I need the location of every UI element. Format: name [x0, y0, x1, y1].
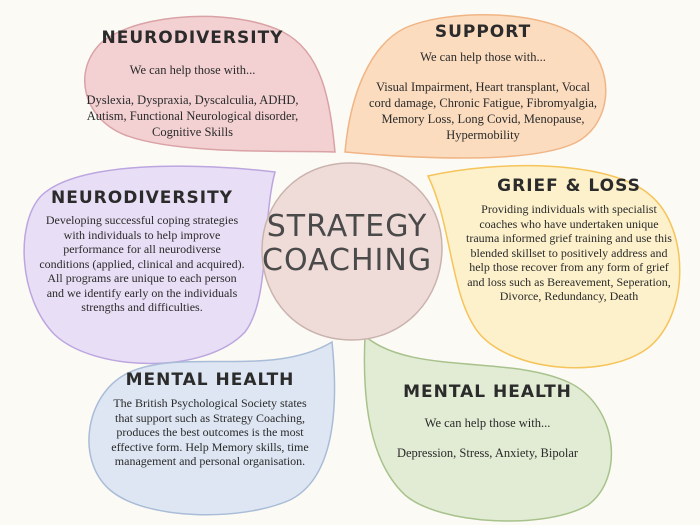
petal-title: GRIEF & LOSS	[497, 176, 641, 196]
petal-text-mental-health-right: MENTAL HEALTH We can help those with... …	[380, 382, 595, 461]
petal-body: Providing individuals with specialist co…	[466, 202, 672, 303]
petal-mental-health-right	[363, 334, 613, 522]
petal-text-support: SUPPORT We can help those with... Visual…	[368, 22, 598, 143]
petal-text-grief-loss: GRIEF & LOSS Providing individuals with …	[462, 176, 676, 304]
petal-text-neurodiversity-left: NEURODIVERSITY Developing successful cop…	[38, 188, 246, 315]
petal-body: Dyslexia, Dyspraxia, Dyscalculia, ADHD, …	[86, 93, 299, 139]
petal-body: Developing successful coping strategies …	[39, 213, 245, 314]
petal-text-mental-health-left: MENTAL HEALTH The British Psychological …	[110, 370, 310, 469]
petal-title: SUPPORT	[434, 22, 532, 42]
petal-neurodiversity-top	[84, 15, 336, 153]
petal-text-neurodiversity-top: NEURODIVERSITY We can help those with...…	[80, 28, 305, 140]
petal-intro: We can help those with...	[129, 63, 256, 77]
petal-intro: We can help those with...	[424, 416, 551, 430]
petal-title: MENTAL HEALTH	[403, 382, 572, 402]
petal-grief-loss	[426, 165, 681, 369]
petal-title: MENTAL HEALTH	[125, 370, 295, 390]
petal-body: Depression, Stress, Anxiety, Bipolar	[396, 446, 579, 460]
center-line-1: STRATEGY	[266, 209, 428, 244]
petal-intro: We can help those with...	[420, 50, 546, 64]
center-line-2: COACHING	[262, 243, 433, 278]
center-label: STRATEGY COACHING	[262, 210, 432, 278]
petal-mental-health-left	[88, 340, 336, 516]
petal-body: The British Psychological Society states…	[111, 396, 309, 468]
center-circle	[261, 162, 443, 341]
petal-body: Visual Impairment, Heart transplant, Voc…	[368, 80, 598, 142]
petal-neurodiversity-left	[23, 165, 276, 365]
petal-title: NEURODIVERSITY	[51, 188, 233, 208]
petal-title: NEURODIVERSITY	[101, 28, 284, 48]
petal-support	[344, 13, 607, 159]
